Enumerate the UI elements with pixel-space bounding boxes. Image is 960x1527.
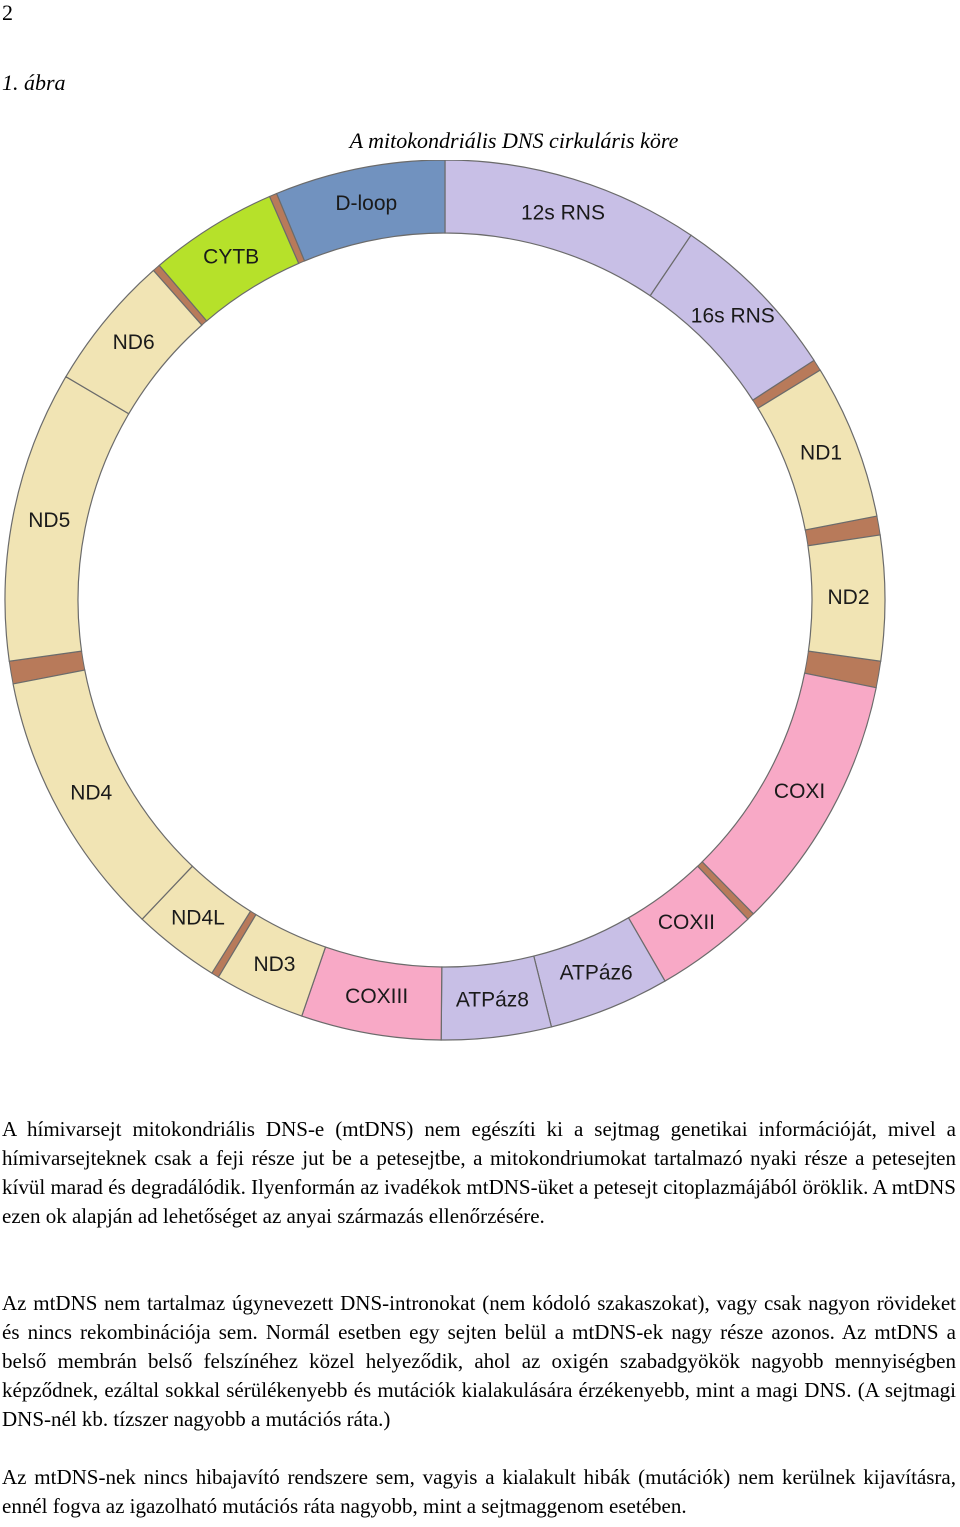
page-number: 2 <box>2 0 13 25</box>
segment-nd4 <box>12 669 194 921</box>
segment-label-coxii: COXII <box>658 911 715 934</box>
segment-d-loop <box>275 160 446 262</box>
segment-label-12s-rns: 12s RNS <box>521 202 605 225</box>
segment-label-16s-rns: 16s RNS <box>691 305 775 328</box>
segment-label-nd6: ND6 <box>113 331 155 354</box>
segment-label-nd5: ND5 <box>28 509 70 532</box>
segment-12s-rns <box>444 160 692 297</box>
figure-title: A mitokondriális DNS cirkuláris köre <box>349 128 679 153</box>
segment-label-atp-z8: ATPáz8 <box>456 988 529 1011</box>
segment-label-coxiii: COXIII <box>345 985 408 1008</box>
segment-label-d-loop: D-loop <box>335 192 397 215</box>
segment-label-cytb: CYTB <box>203 245 259 268</box>
figure-label: 1. ábra <box>2 70 66 95</box>
segment-label-nd3: ND3 <box>253 953 295 976</box>
segment-label-atp-z6: ATPáz6 <box>560 962 633 985</box>
segment-16s-rns <box>649 234 815 401</box>
segment-label-coxi: COXI <box>774 780 825 803</box>
segment-cytb <box>158 195 300 322</box>
paragraph-inheritance: A hímivarsejt mitokondriális DNS-e (mtDN… <box>2 1117 956 1228</box>
segment-label-nd4: ND4 <box>70 782 112 805</box>
segment-label-nd4l: ND4L <box>171 907 225 930</box>
segment-nd3 <box>217 913 327 1017</box>
segment-label-nd1: ND1 <box>800 441 842 464</box>
paragraph-mutations: Az mtDNS nem tartalmaz úgynevezett DNS-i… <box>2 1291 956 1431</box>
segment-nd1 <box>757 369 878 531</box>
segment-nd2 <box>807 534 886 662</box>
segment-nd6 <box>65 269 203 415</box>
paragraph-repair: Az mtDNS-nek nincs hibajavító rendszere … <box>2 1465 956 1518</box>
segment-coxi <box>701 672 877 915</box>
segment-label-nd2: ND2 <box>827 586 869 609</box>
